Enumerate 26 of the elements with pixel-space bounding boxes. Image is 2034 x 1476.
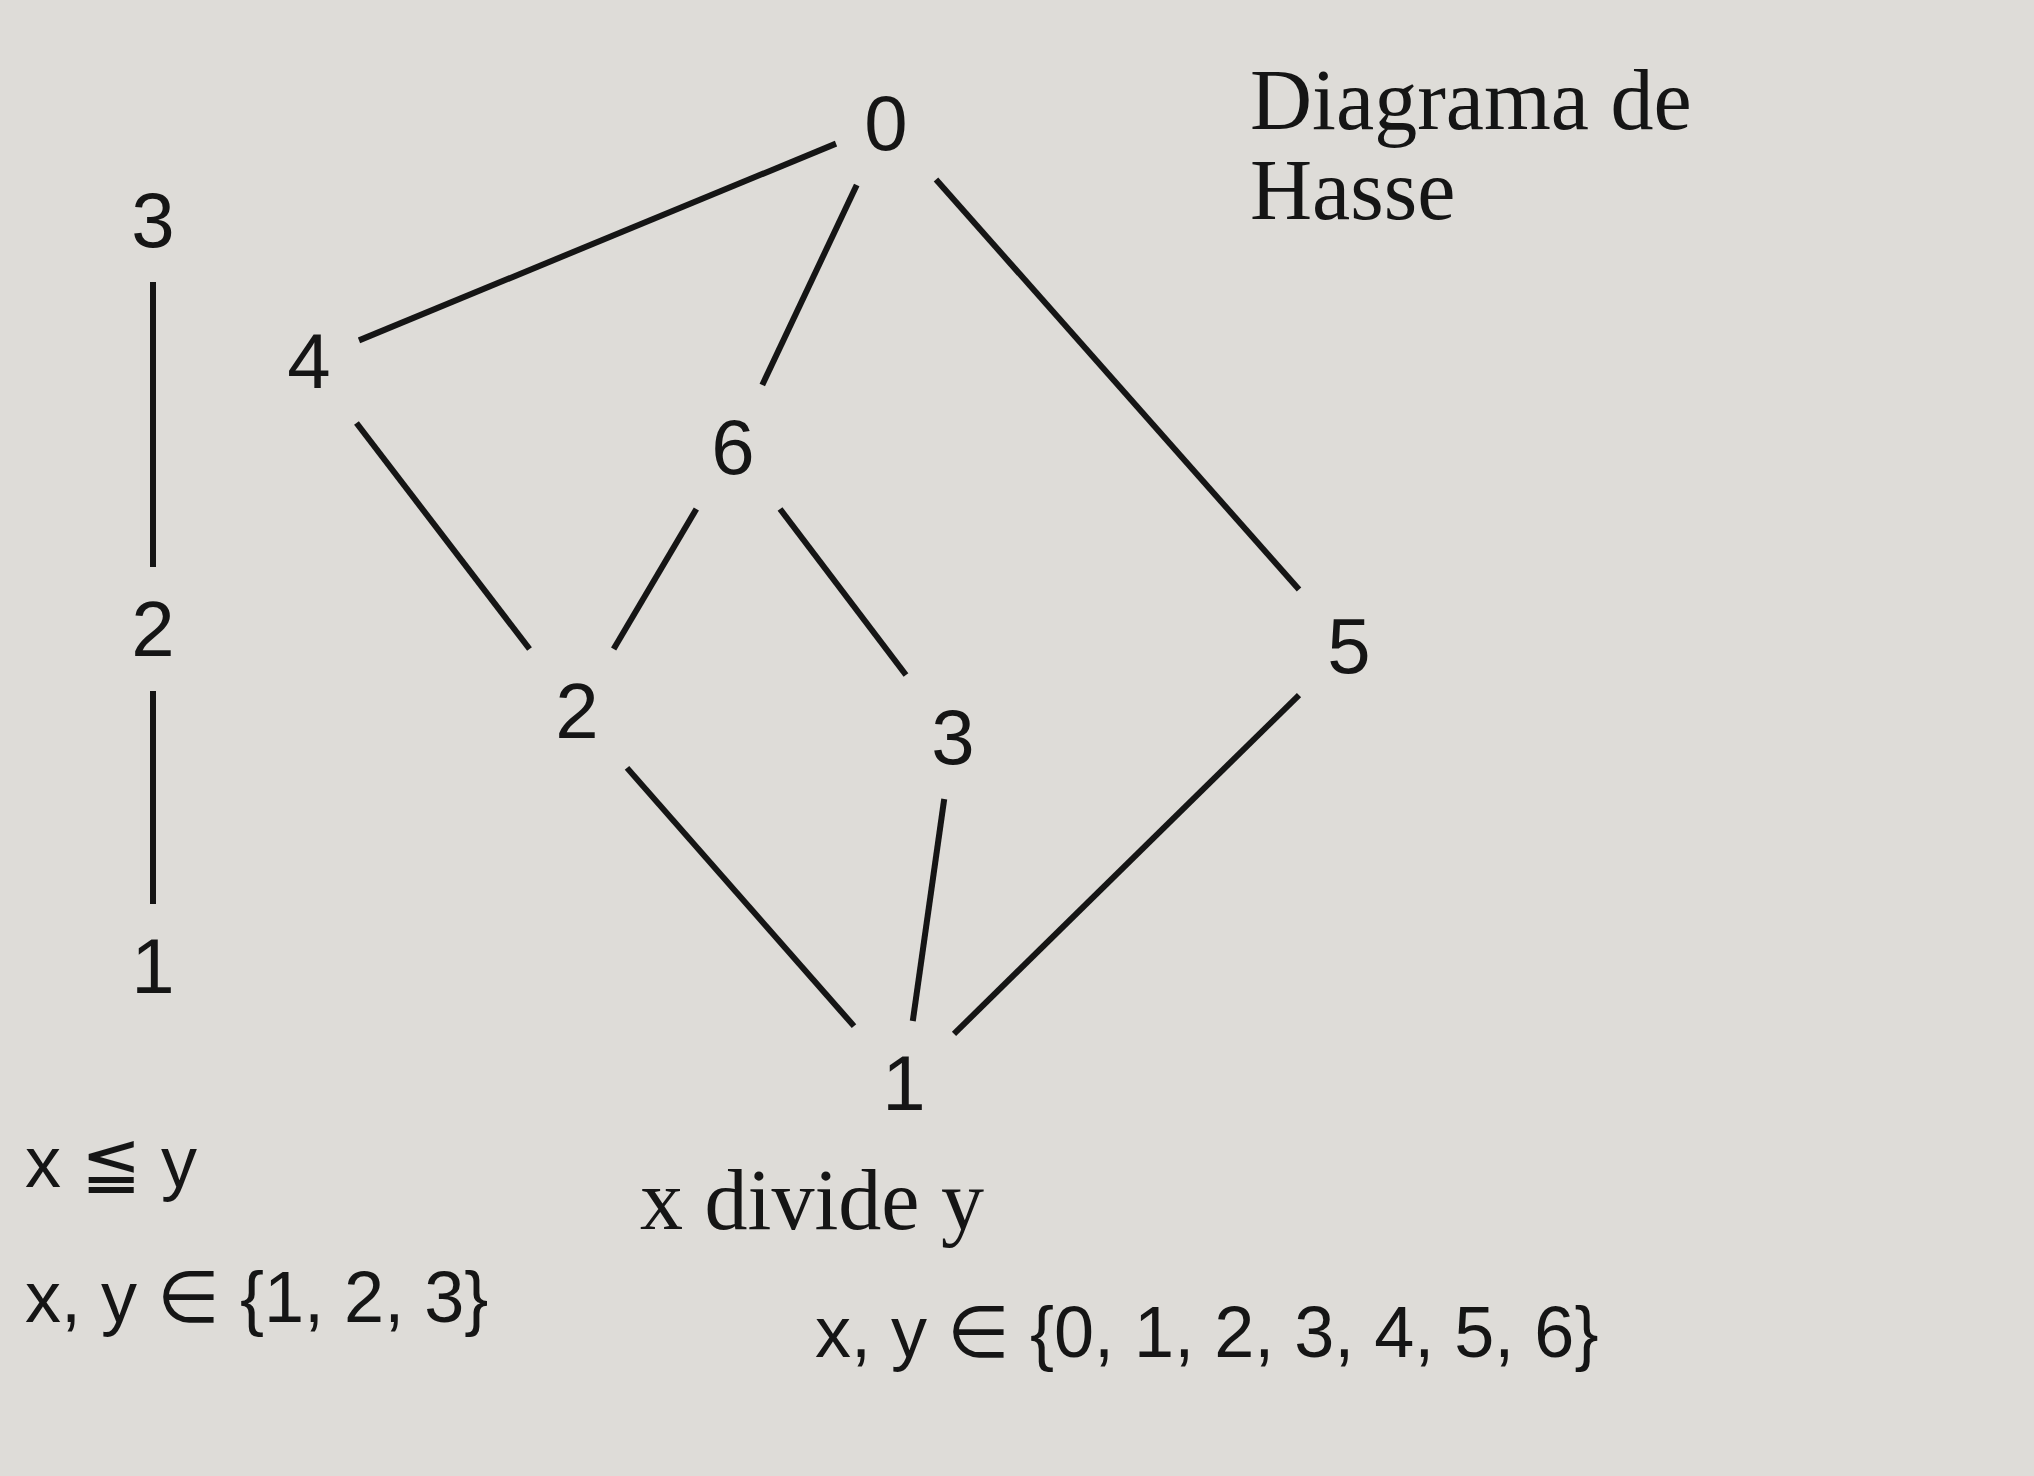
relation-label: x divide y [640, 1151, 984, 1250]
element-number: 2 [545, 669, 609, 753]
element-number: 2 [121, 587, 185, 671]
hasse-line [357, 140, 838, 344]
element-number: 3 [121, 178, 185, 262]
hasse-line [951, 692, 1302, 1037]
element-number: 1 [121, 924, 185, 1008]
hasse-line [150, 282, 156, 567]
relation-label: x ≦ y [25, 1121, 197, 1204]
hasse-line [933, 177, 1302, 592]
element-number: 0 [854, 81, 918, 165]
hasse-line [611, 507, 699, 651]
hasse-line [759, 183, 860, 387]
diagram-title: Diagrama de Hasse [1250, 55, 1693, 236]
hasse-line [624, 765, 857, 1029]
hasse-line [150, 691, 156, 904]
element-number: 6 [701, 405, 765, 489]
hasse-line [354, 421, 532, 651]
hasse-line [777, 507, 909, 677]
relation-label: x, y ∈ {1, 2, 3} [25, 1256, 489, 1339]
relation-label: x, y ∈ {0, 1, 2, 3, 4, 5, 6} [815, 1291, 1599, 1374]
element-number: 3 [921, 695, 985, 779]
element-number: 4 [277, 319, 341, 403]
element-number: 1 [872, 1041, 936, 1125]
hasse-line [909, 798, 948, 1022]
element-number: 5 [1317, 604, 1381, 688]
